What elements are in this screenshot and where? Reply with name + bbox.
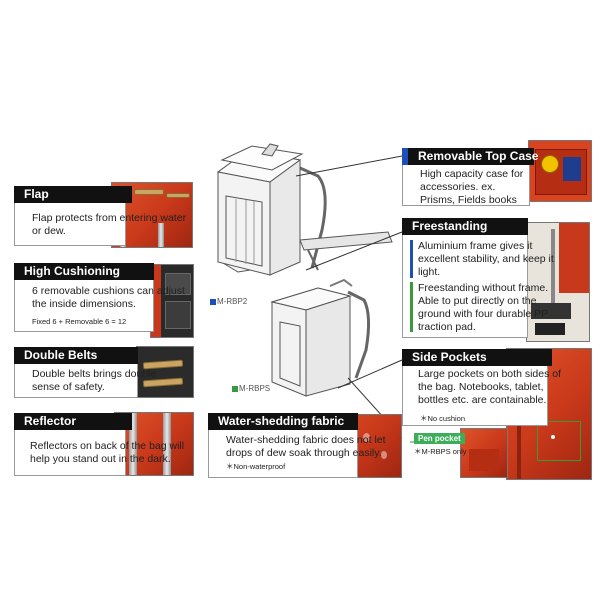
belts-box <box>14 362 138 398</box>
freestanding-header: Freestanding <box>402 218 528 235</box>
backpack-rbps-drawing <box>270 278 371 397</box>
model-label-rbps: M-RBPS <box>232 384 270 393</box>
freestanding-text-2: Freestanding without frame. Able to put … <box>418 282 549 333</box>
belts-photo <box>136 346 194 398</box>
topcase-text: High capacity case for accessories. ex. … <box>420 168 524 206</box>
side-header: Side Pockets <box>402 349 552 366</box>
side-note: ＊No cushion <box>420 414 466 423</box>
pen-pocket-label: Pen pocket <box>414 433 465 444</box>
side-box <box>402 364 548 426</box>
cushion-photo <box>150 264 194 338</box>
belts-header: Double Belts <box>14 347 138 364</box>
cushion-note: Fixed 6 + Removable 6 = 12 <box>32 317 127 326</box>
freestanding-photo <box>526 222 590 342</box>
model-rbps-text: M-RBPS <box>239 384 271 393</box>
water-text: Water-shedding fabric does not let drops… <box>226 434 386 459</box>
freestanding-text-1: Aluminium frame gives it excellent stabi… <box>418 240 554 278</box>
water-header: Water-shedding fabric <box>208 413 358 430</box>
cushion-text: 6 removable cushions can adjust the insi… <box>32 285 185 310</box>
pen-pocket-note: ＊M-RBPS only <box>414 447 467 456</box>
freestanding-box <box>402 232 528 338</box>
model-rbp2-text: M-RBP2 <box>217 297 248 306</box>
reflector-text: Reflectors on back of the bag will help … <box>30 440 185 465</box>
backpack-rbp2-drawing <box>216 143 393 276</box>
water-note: ＊Non-waterproof <box>226 462 286 471</box>
side-text: Large pockets on both sides of the bag. … <box>418 368 562 406</box>
flap-text: Flap protects from entering water or dew… <box>32 212 187 237</box>
cushion-header: High Cushioning <box>14 263 154 280</box>
green-square-icon <box>232 385 238 392</box>
water-box <box>208 428 358 478</box>
pen-pocket-photo <box>460 428 508 478</box>
belts-text: Double belts brings double sense of safe… <box>32 368 157 393</box>
topcase-header: Removable Top Case <box>402 148 538 165</box>
green-bar <box>410 282 413 332</box>
topcase-box <box>402 164 530 206</box>
model-label-rbp2: M-RBP2 <box>210 297 247 306</box>
flap-header: Flap <box>14 186 132 203</box>
blue-bar <box>410 240 413 278</box>
blue-square-icon <box>210 298 216 305</box>
topcase-photo <box>528 140 592 202</box>
reflector-header: Reflector <box>14 413 132 430</box>
